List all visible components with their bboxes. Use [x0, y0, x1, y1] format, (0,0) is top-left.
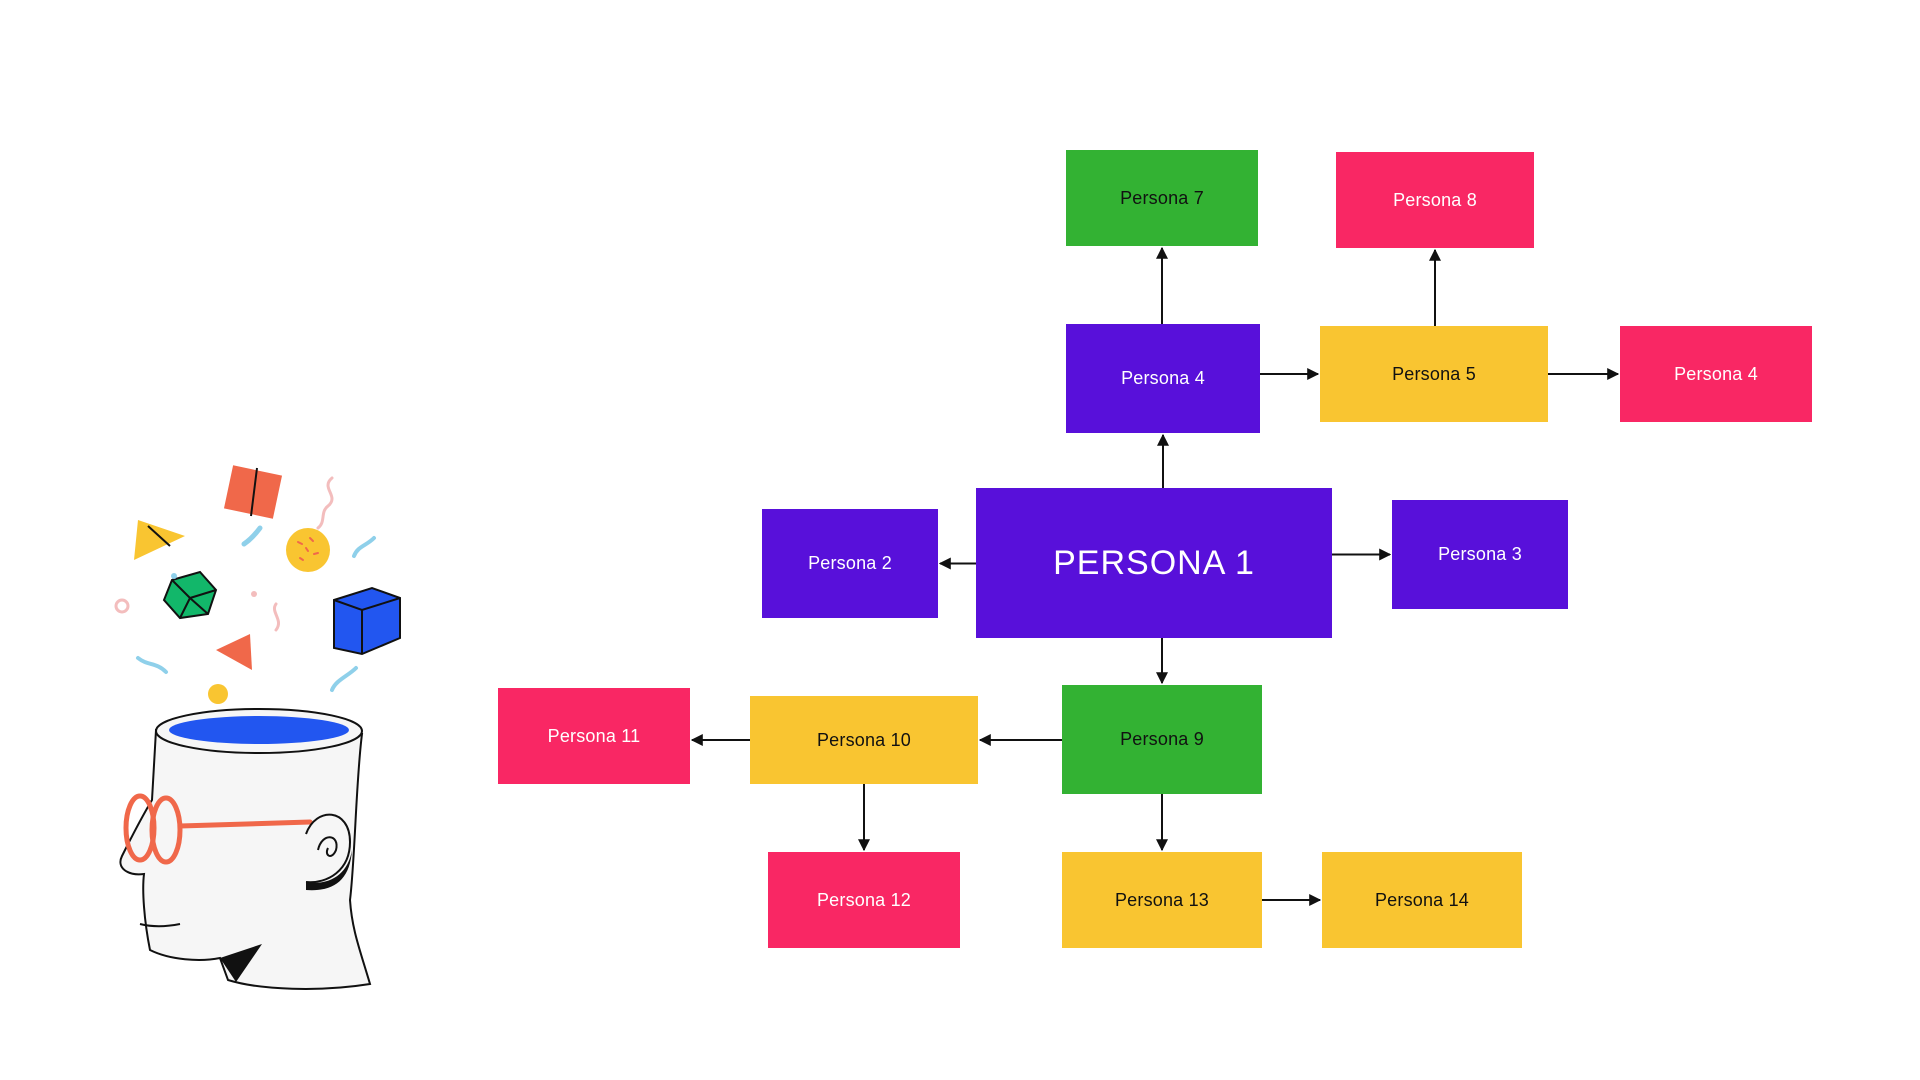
node-label: Persona 4 [1674, 363, 1758, 384]
node-persona-12[interactable]: Persona 12 [768, 852, 960, 948]
node-persona-10[interactable]: Persona 10 [750, 696, 978, 784]
node-label: Persona 12 [816, 889, 912, 910]
yellow-triangle-icon [134, 520, 185, 560]
squiggle-blue-icon [136, 525, 376, 692]
open-head-illustration [114, 465, 401, 990]
head-icon [119, 708, 372, 990]
node-persona-9[interactable]: Persona 9 [1062, 685, 1262, 794]
node-persona-11[interactable]: Persona 11 [498, 688, 690, 784]
yellow-dot-icon [208, 684, 228, 704]
node-label: Persona 8 [1393, 189, 1477, 210]
node-persona-4-purple[interactable]: Persona 4 [1066, 324, 1260, 433]
node-label: Persona 13 [1114, 889, 1210, 910]
orange-square-icon [223, 465, 283, 519]
node-label: PERSONA 1 [1053, 543, 1255, 582]
node-persona-8[interactable]: Persona 8 [1336, 152, 1534, 248]
node-label: Persona 14 [1374, 889, 1470, 910]
node-persona-14[interactable]: Persona 14 [1322, 852, 1522, 948]
node-label: Persona 7 [1120, 187, 1204, 208]
node-label: Persona 2 [808, 553, 892, 573]
node-persona-1[interactable]: PERSONA 1 [976, 488, 1332, 638]
pink-ring-icon [114, 573, 281, 632]
node-persona-4-pink[interactable]: Persona 4 [1620, 326, 1812, 422]
node-label: Persona 5 [1392, 363, 1476, 384]
node-persona-7[interactable]: Persona 7 [1066, 150, 1258, 246]
orange-triangle-icon [216, 634, 252, 670]
node-label: Persona 3 [1438, 544, 1522, 564]
green-gem-icon [162, 570, 218, 620]
node-persona-5[interactable]: Persona 5 [1320, 326, 1548, 422]
node-persona-2[interactable]: Persona 2 [762, 509, 938, 618]
node-label: Persona 4 [1121, 368, 1205, 388]
yellow-cookie-icon [286, 528, 330, 572]
node-label: Persona 9 [1120, 729, 1204, 749]
squiggle-pink-icon [316, 476, 334, 530]
node-label: Persona 10 [816, 729, 912, 750]
node-persona-13[interactable]: Persona 13 [1062, 852, 1262, 948]
node-persona-3[interactable]: Persona 3 [1392, 500, 1568, 609]
blue-cube-icon [333, 586, 401, 656]
node-label: Persona 11 [547, 725, 641, 746]
